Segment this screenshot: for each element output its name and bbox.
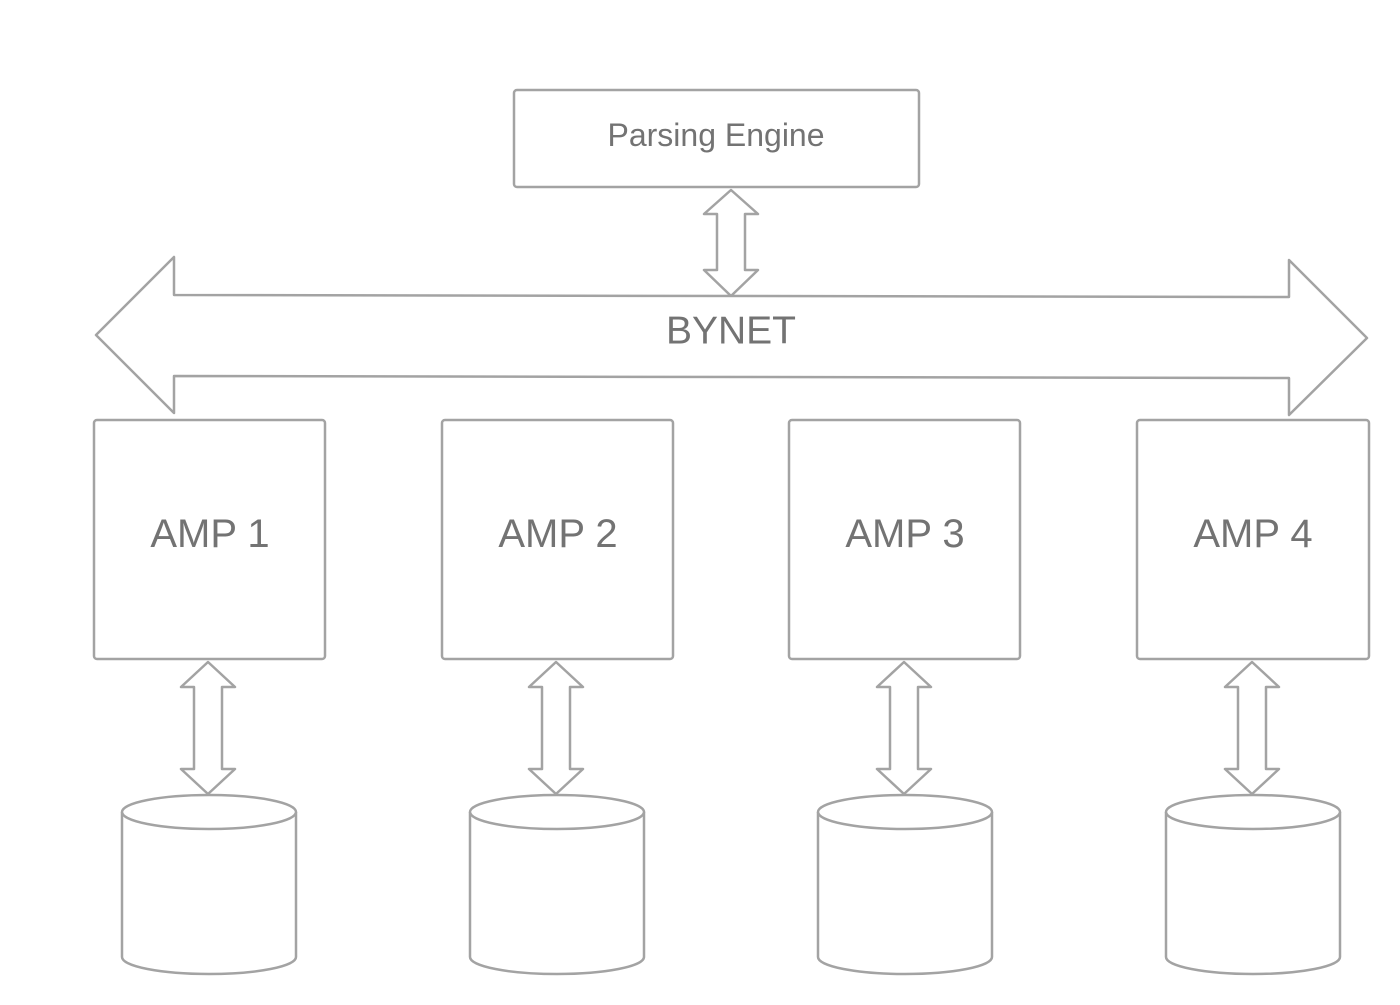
amp-box	[1135, 418, 1371, 661]
amp-box	[440, 418, 675, 661]
amp-label: AMP 1	[150, 512, 269, 556]
disk-cylinder-body	[468, 812, 646, 976]
parsing-engine-box	[512, 88, 921, 189]
parsing-engine-label: Parsing Engine	[607, 117, 824, 153]
amp-disk-connector-arrow	[527, 660, 585, 796]
amp-box	[787, 418, 1022, 661]
amp-label: AMP 3	[845, 512, 964, 556]
amp-disk-connector-arrow	[179, 660, 237, 796]
amp-disk-connector-arrow	[875, 660, 933, 796]
disk-cylinder-top	[816, 793, 994, 831]
bynet-label: BYNET	[666, 310, 796, 353]
disk-cylinder-top	[1164, 793, 1342, 831]
amp-node: AMP 2	[440, 418, 675, 976]
disk-cylinder-top	[468, 793, 646, 831]
disk-cylinder-body	[120, 812, 298, 976]
amp-box	[92, 418, 327, 661]
amp-node: AMP 4	[1135, 418, 1371, 976]
amp-node: AMP 3	[787, 418, 1022, 976]
amp-disk-connector-arrow	[1223, 660, 1281, 796]
bynet-double-arrow	[94, 255, 1369, 417]
disk-cylinder-body	[1164, 812, 1342, 976]
amp-label: AMP 4	[1193, 512, 1312, 556]
disk-cylinder-body	[816, 812, 994, 976]
disk-cylinder-top	[120, 793, 298, 831]
amp-node: AMP 1	[92, 418, 327, 976]
bynet-node: BYNET	[94, 255, 1369, 417]
amp-label: AMP 2	[498, 512, 617, 556]
pe-bynet-connector-arrow	[702, 188, 760, 298]
parsing-engine-node: Parsing Engine	[512, 88, 921, 189]
